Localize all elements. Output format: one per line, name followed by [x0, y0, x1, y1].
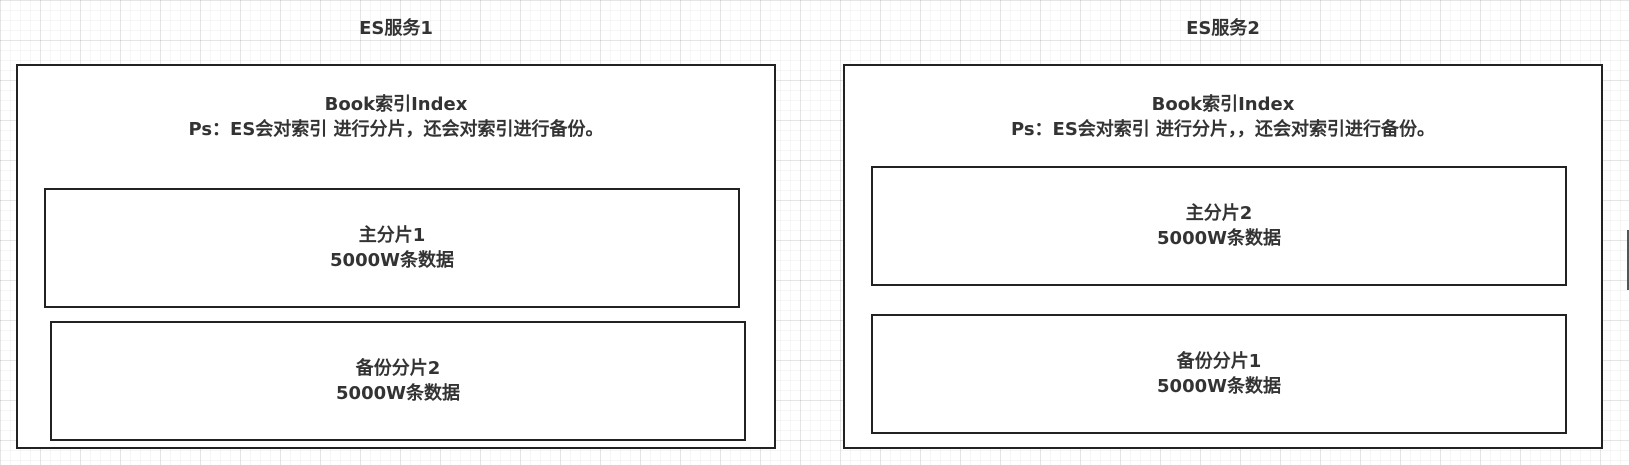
server-1-primary-shard: 主分片1 5000W条数据 — [44, 188, 740, 308]
server-1-index-header: Book索引Index Ps：ES会对索引 进行分片，还会对索引进行备份。 — [18, 92, 774, 142]
shard-name: 备份分片1 — [1176, 351, 1262, 372]
shard-count: 5000W条数据 — [1157, 376, 1281, 397]
server-1-container: Book索引Index Ps：ES会对索引 进行分片，还会对索引进行备份。 主分… — [16, 64, 776, 449]
server-2-index-note: Ps：ES会对索引 进行分片，，还会对索引进行备份。 — [1010, 119, 1436, 140]
shard-name: 主分片2 — [1185, 203, 1253, 224]
shard-count: 5000W条数据 — [1157, 228, 1281, 249]
server-1-replica-shard: 备份分片2 5000W条数据 — [50, 321, 746, 441]
server-2-index-header: Book索引Index Ps：ES会对索引 进行分片，，还会对索引进行备份。 — [845, 92, 1601, 142]
server-1-title: ES服务1 — [359, 18, 433, 39]
shard-name: 备份分片2 — [355, 358, 441, 379]
shard-name: 主分片1 — [358, 225, 426, 246]
canvas-edge-mark — [1627, 230, 1629, 290]
shard-count: 5000W条数据 — [330, 250, 454, 271]
server-2-index-title: Book索引Index — [1151, 94, 1295, 115]
server-1-index-note: Ps：ES会对索引 进行分片，还会对索引进行备份。 — [188, 119, 604, 140]
server-2-container: Book索引Index Ps：ES会对索引 进行分片，，还会对索引进行备份。 主… — [843, 64, 1603, 449]
server-2-replica-shard: 备份分片1 5000W条数据 — [871, 314, 1567, 434]
server-2-primary-shard: 主分片2 5000W条数据 — [871, 166, 1567, 286]
server-2-title: ES服务2 — [1186, 18, 1260, 39]
server-1-index-title: Book索引Index — [324, 94, 468, 115]
shard-count: 5000W条数据 — [336, 383, 460, 404]
